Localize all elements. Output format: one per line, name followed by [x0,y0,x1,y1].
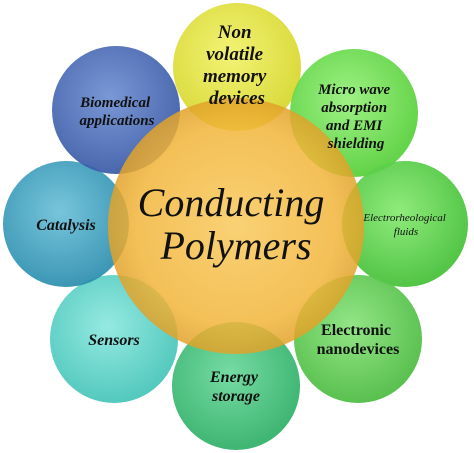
center-label-line-1: Conducting [138,180,325,225]
center-circle [108,98,364,354]
node-energy-label: Energy storage [209,369,262,405]
node-catalysis-circle [3,161,129,287]
node-catalysis-label: Catalysis [36,217,96,234]
node-memory-circle [173,3,301,131]
node-electrorheological [342,161,468,287]
node-energy [172,322,300,450]
center-label: Conducting Polymers [138,180,335,268]
node-catalysis [3,161,129,287]
node-biomedical-label: Biomedical applications [79,95,155,129]
node-energy-circle [172,322,300,450]
node-memory-label: Non volatile memory devices [203,22,271,109]
node-microwave-label: Micro wave absorption and EMI shielding [317,82,394,152]
node-nanodevices-label: Electronic nanodevices [317,322,400,358]
node-memory [173,3,301,131]
node-sensors-label: Sensors [88,332,140,349]
node-electrorheological-circle [342,161,468,287]
node-electrorheological-label: Electrorheological fluids [362,212,448,238]
center-label-line-2: Polymers [159,223,311,268]
